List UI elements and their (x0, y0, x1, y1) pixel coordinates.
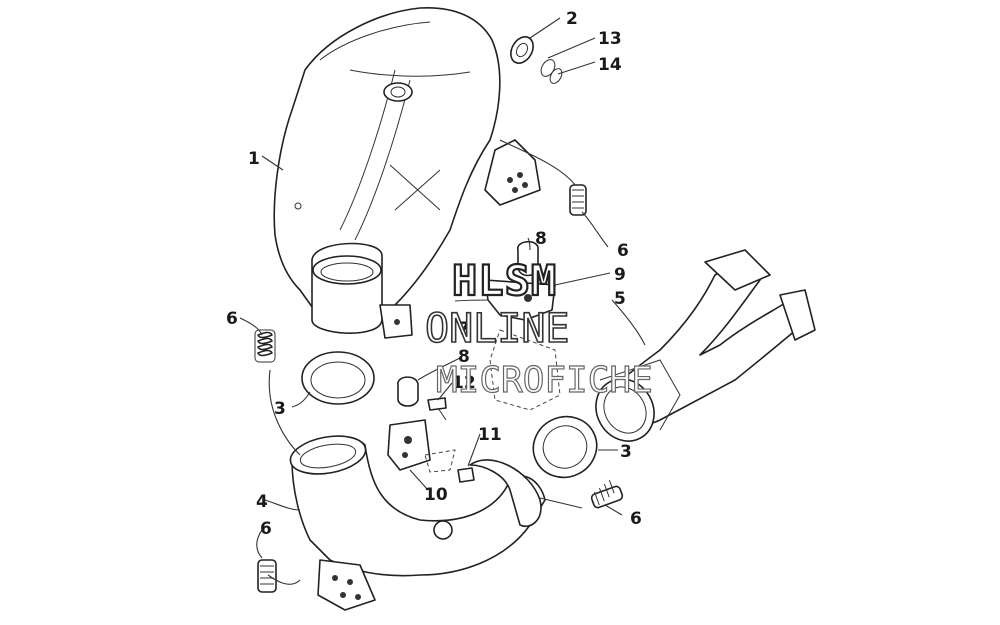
callout-10: 10 (424, 485, 448, 505)
watermark-line-2: ONLINE (425, 306, 570, 352)
callout-14: 14 (598, 55, 622, 75)
callout-1: 1 (248, 149, 260, 169)
callout-9: 9 (614, 265, 626, 285)
callout-13: 13 (598, 29, 622, 49)
callout-5: 5 (614, 289, 626, 309)
grommet-and-washers (510, 36, 563, 84)
watermark-line-3: MICROFICHE (436, 360, 653, 401)
leader-lines (239, 17, 646, 585)
header-pipe (595, 249, 816, 442)
callout-2: 2 (566, 9, 578, 29)
callout-8-upper: 8 (535, 229, 547, 249)
muffler-housing (273, 7, 541, 339)
seal-ring-left (301, 351, 375, 405)
spring-left-upper (254, 329, 276, 363)
watermark-line-1: HLSM (452, 256, 557, 305)
lower-mount-hardware (387, 376, 475, 483)
callout-6-lower-left: 6 (260, 519, 272, 539)
callout-labels: 1 2 13 14 3 3 4 5 6 6 6 6 7 8 8 9 10 11 … (226, 9, 642, 539)
callout-12: 12 (452, 373, 476, 393)
spring-lower-right (590, 479, 624, 509)
callout-7: 7 (458, 319, 470, 339)
callout-6-lower-right: 6 (630, 509, 642, 529)
y-pipe (289, 435, 546, 611)
callout-6-left: 6 (226, 309, 238, 329)
watermark: HLSM ONLINE MICROFICHE (424, 255, 653, 402)
callout-4: 4 (256, 492, 268, 512)
seal-ring-right (532, 415, 598, 479)
callout-3-right: 3 (620, 442, 632, 462)
spring-lower-left (257, 559, 277, 593)
callout-8-lower: 8 (458, 347, 470, 367)
callout-6-upper-right: 6 (617, 241, 629, 261)
spring-right-upper (569, 184, 587, 216)
callout-3-left: 3 (274, 399, 286, 419)
callout-11: 11 (478, 425, 502, 445)
